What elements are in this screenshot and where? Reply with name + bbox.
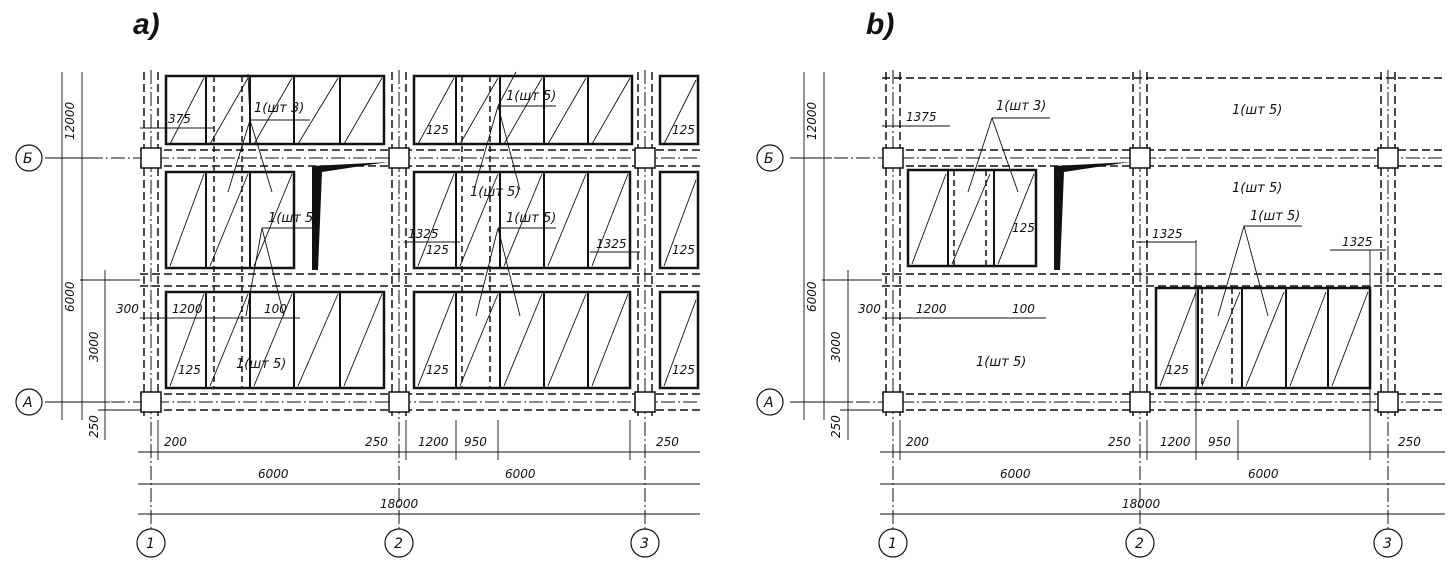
dim-1325-b2: 1325: [1342, 235, 1373, 249]
dim-1200-left-a: 1200: [172, 302, 203, 316]
dim-1375-b: 1375: [906, 110, 937, 124]
callout-a4: 1(шт 5): [506, 211, 556, 226]
dim-1200-b: 1200: [1160, 435, 1191, 449]
panel-a-label: a): [133, 8, 160, 41]
dim-125-a1: 125: [178, 363, 201, 377]
dim-100-b: 100: [1012, 302, 1035, 316]
dim-125-a5: 125: [426, 243, 449, 257]
dim-6000a-a: 6000: [258, 467, 289, 481]
dim-3000-b: 3000: [829, 331, 843, 362]
dim-12000-a: 12000: [63, 101, 77, 140]
dim-1200-a: 1200: [418, 435, 449, 449]
dim-300-a: 300: [116, 302, 139, 316]
dim-12000-b: 12000: [805, 101, 819, 140]
dim-18000-a: 18000: [380, 497, 419, 511]
dim-125-a7: 125: [672, 363, 695, 377]
dim-950-a: 950: [464, 435, 487, 449]
dim-250b-a: 250: [656, 435, 679, 449]
axis-row-a-a: А: [22, 395, 33, 411]
dim-100-a: 100: [264, 302, 287, 316]
axis-col-3-b: 3: [1383, 536, 1392, 552]
dim-250b-b: 250: [1398, 435, 1421, 449]
dim-6000-a: 6000: [63, 281, 77, 312]
panel-a-labels: Б А 1 2 3 12000 6000 3000 250 200 250 12…: [22, 89, 695, 552]
axis-col-2-b: 2: [1135, 536, 1144, 552]
callout-b2: 1(шт 5): [1232, 103, 1282, 118]
dim-375-a: 375: [168, 112, 191, 126]
dim-1325-a1: 1325: [408, 227, 439, 241]
dim-250-vert-a: 250: [87, 415, 101, 438]
dim-1325-a2: 1325: [596, 237, 627, 251]
dim-6000-b: 6000: [805, 281, 819, 312]
panel-b: [756, 70, 1445, 558]
axis-row-b-a: Б: [23, 151, 33, 167]
dim-250-b: 250: [1108, 435, 1131, 449]
callout-a3: 1(шт 5): [268, 211, 318, 226]
callout-b1: 1(шт 3): [996, 99, 1046, 114]
panel-b-labels: Б А 1 2 3 12000 6000 3000 250 200 250 12…: [763, 99, 1421, 552]
callout-b5: 1(шт 5): [976, 355, 1026, 370]
dim-200-b: 200: [906, 435, 929, 449]
axis-row-b-b: Б: [764, 151, 774, 167]
dim-125-a6: 125: [672, 243, 695, 257]
dim-125-b2: 125: [1166, 363, 1189, 377]
dim-250-vert-b: 250: [829, 415, 843, 438]
callout-b3: 1(шт 5): [1232, 181, 1282, 196]
dim-125-b1: 125: [1012, 221, 1035, 235]
dim-300-b: 300: [858, 302, 881, 316]
callout-a6: 1(шт 5): [470, 185, 520, 200]
dim-3000-a: 3000: [87, 331, 101, 362]
dim-950-b: 950: [1208, 435, 1231, 449]
axis-col-1-a: 1: [146, 536, 155, 552]
dim-1325-b1: 1325: [1152, 227, 1183, 241]
dim-125-a3: 125: [426, 123, 449, 137]
callout-b4: 1(шт 5): [1250, 209, 1300, 224]
axis-col-1-b: 1: [888, 536, 897, 552]
dim-250-a: 250: [365, 435, 388, 449]
dim-6000b-a: 6000: [505, 467, 536, 481]
panel-b-label: b): [866, 8, 895, 41]
axis-col-3-a: 3: [640, 536, 649, 552]
axis-row-a-b: А: [763, 395, 774, 411]
callout-a1: 1(шт 3): [254, 101, 304, 116]
callout-a2: 1(шт 5): [506, 89, 556, 104]
axis-col-2-a: 2: [394, 536, 403, 552]
dim-18000-b: 18000: [1122, 497, 1161, 511]
dim-6000b-b: 6000: [1248, 467, 1279, 481]
dim-200-a: 200: [164, 435, 187, 449]
dim-125-a2: 125: [426, 363, 449, 377]
panel-a: [15, 70, 700, 558]
dim-6000a-b: 6000: [1000, 467, 1031, 481]
dim-125-a4: 125: [672, 123, 695, 137]
dim-1200-left-b: 1200: [916, 302, 947, 316]
callout-a5: 1(шт 5): [236, 357, 286, 372]
